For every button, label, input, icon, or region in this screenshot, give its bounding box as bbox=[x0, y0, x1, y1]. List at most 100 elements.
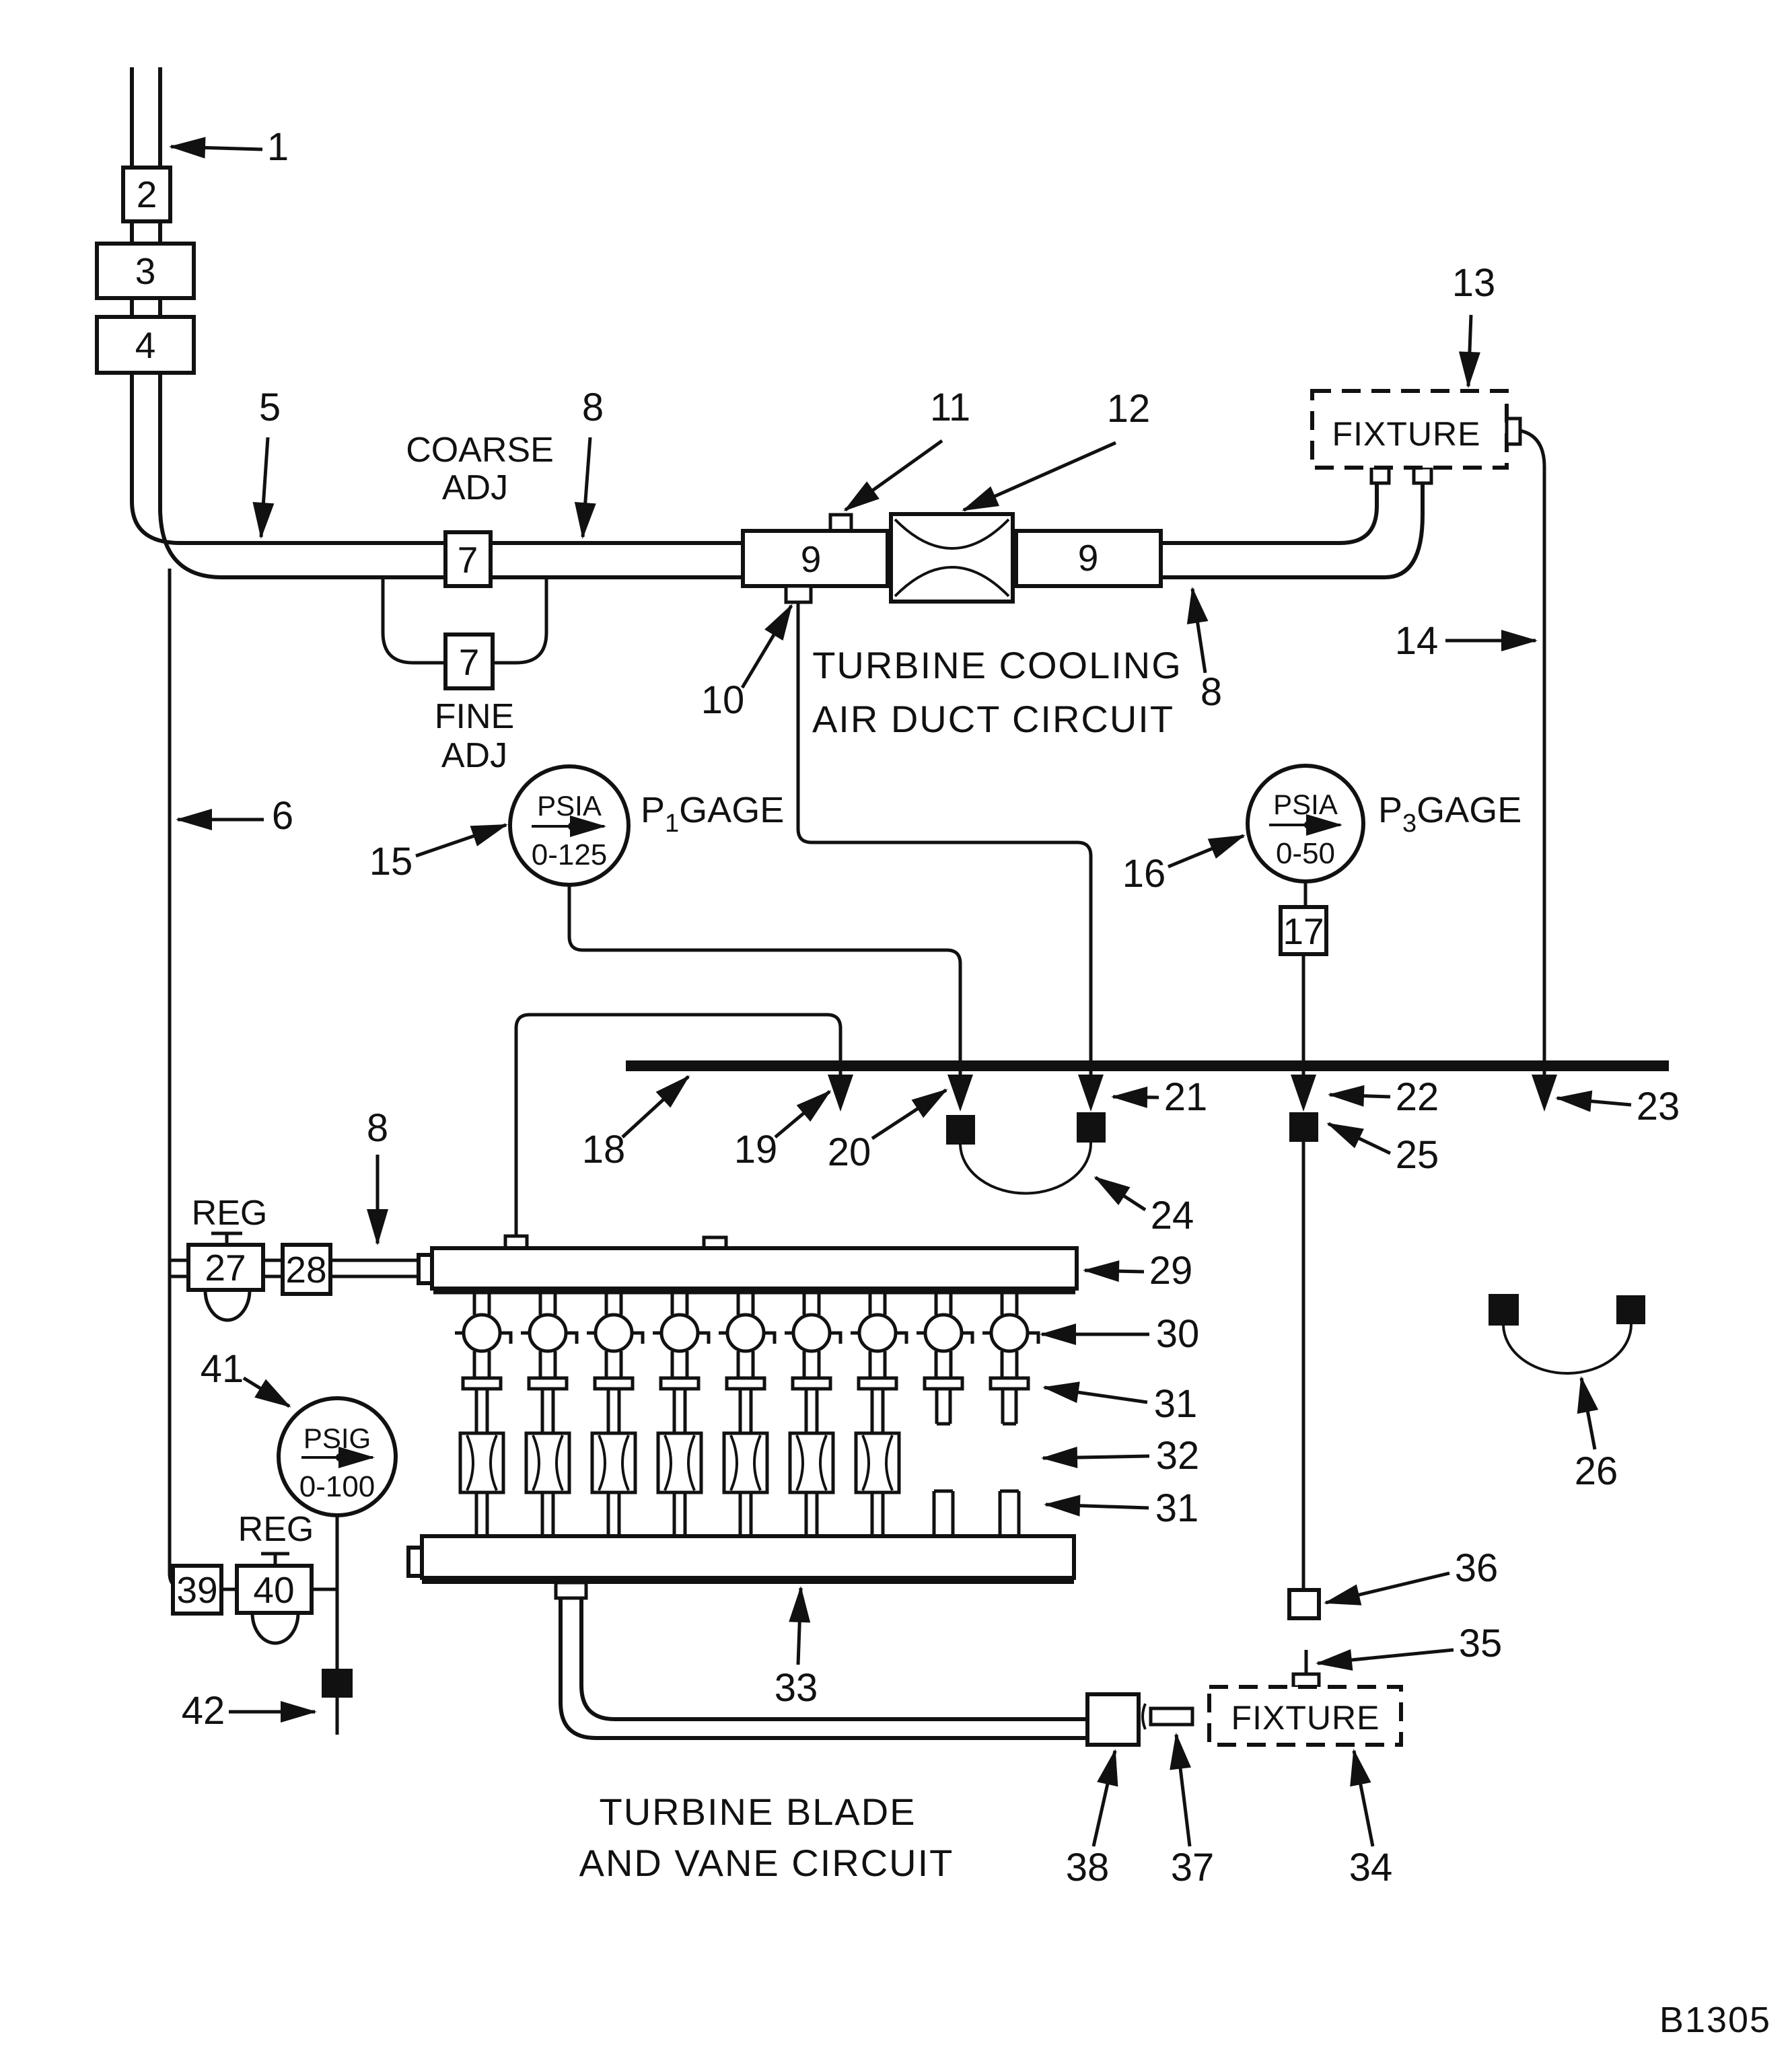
item4-box bbox=[95, 315, 196, 375]
blade-title-line2: AND VANE CIRCUIT bbox=[579, 1842, 954, 1884]
venturi-32-curves bbox=[861, 1435, 894, 1491]
venturi-32-curves bbox=[729, 1435, 762, 1491]
pipe-inner-line bbox=[158, 67, 743, 579]
p1-name-sub: 1 bbox=[665, 809, 679, 838]
union-31 bbox=[923, 1376, 964, 1391]
callout-5: 5 bbox=[259, 386, 281, 429]
line-14-fixture-reference bbox=[1519, 429, 1546, 1075]
callout-34: 34 bbox=[1349, 1846, 1393, 1889]
p1-gauge-name: P1GAGE bbox=[641, 790, 784, 838]
p3-name-rest: GAGE bbox=[1417, 790, 1521, 830]
spare-jumper-26 bbox=[1489, 1294, 1645, 1375]
callout-31-lower-arrow bbox=[1044, 1494, 1149, 1517]
p1-sense-line bbox=[567, 885, 962, 1075]
item7-fine-box bbox=[443, 632, 495, 690]
line-6-supply-branch bbox=[168, 569, 188, 1591]
union-31 bbox=[527, 1376, 569, 1391]
regulator-40-train: REG 39 40 bbox=[171, 1510, 353, 1735]
flow-venturi-32 bbox=[854, 1431, 901, 1494]
p3-dial-range: 0-50 bbox=[1276, 837, 1335, 870]
flow-venturi-32 bbox=[590, 1431, 637, 1494]
item7-coarse-box bbox=[443, 530, 493, 588]
callout-25: 25 bbox=[1396, 1133, 1439, 1177]
fixture34-label: FIXTURE bbox=[1231, 1699, 1380, 1737]
pipe-outer-line bbox=[130, 67, 743, 545]
spare-disconnect-right bbox=[1616, 1295, 1645, 1324]
pipe-up-inner bbox=[1161, 483, 1425, 579]
callout-37: 37 bbox=[1171, 1846, 1215, 1889]
bypass-left bbox=[381, 577, 447, 665]
adjuster-bypass: 7 7 COARSE ADJ FINE ADJ bbox=[381, 431, 554, 775]
pierce-arrow-19 bbox=[828, 1075, 853, 1112]
callout-12-arrow bbox=[962, 441, 1117, 512]
outlet-pipe-inner bbox=[579, 1598, 1087, 1721]
item2-box bbox=[121, 166, 172, 223]
venturi-32-curves bbox=[664, 1435, 696, 1491]
callout-8-right: 8 bbox=[1200, 670, 1222, 714]
callout-26: 26 bbox=[1575, 1449, 1618, 1493]
shutoff-valve-30 bbox=[528, 1313, 568, 1353]
valve-matrix bbox=[455, 1289, 1040, 1536]
callout-24-arrow bbox=[1094, 1176, 1147, 1212]
callout-41-arrow bbox=[242, 1376, 291, 1408]
callout-22-arrow bbox=[1328, 1085, 1391, 1107]
coarse-adj-line1: COARSE bbox=[406, 431, 554, 470]
item40-label: 40 bbox=[253, 1569, 294, 1611]
item10-tap bbox=[784, 584, 813, 604]
fixture13-label: FIXTURE bbox=[1332, 415, 1481, 453]
callout-23: 23 bbox=[1637, 1085, 1680, 1128]
callout-12: 12 bbox=[1107, 387, 1151, 431]
item9-right-label: 9 bbox=[1078, 537, 1099, 579]
pierce-arrow-22 bbox=[1291, 1075, 1316, 1112]
flow-venturi-32 bbox=[788, 1431, 835, 1494]
flow-venturi-32 bbox=[458, 1431, 505, 1494]
manifold33-outlet-tap bbox=[554, 1581, 588, 1600]
valve-column-piping bbox=[455, 1289, 513, 1536]
fixture13-box bbox=[1310, 389, 1509, 470]
callout-13: 13 bbox=[1452, 261, 1496, 305]
callout-31-upper: 31 bbox=[1154, 1382, 1198, 1426]
callout-33: 33 bbox=[775, 1666, 818, 1710]
callout-36-arrow bbox=[1324, 1571, 1450, 1605]
union-31 bbox=[725, 1376, 766, 1391]
valve-column-open bbox=[982, 1289, 1040, 1536]
shutoff-valve-30 bbox=[857, 1313, 898, 1353]
valve-column bbox=[521, 1289, 579, 1536]
callout-32-arrow bbox=[1041, 1447, 1150, 1469]
pipe-up-outer bbox=[1161, 483, 1379, 545]
p3-name-main: P bbox=[1378, 790, 1402, 830]
pierce-arrow-23 bbox=[1532, 1075, 1557, 1112]
manifold-33 bbox=[406, 1534, 1087, 1740]
p3-gauge-name: P3GAGE bbox=[1378, 790, 1521, 838]
callout-32: 32 bbox=[1156, 1434, 1200, 1478]
valve-column bbox=[851, 1289, 908, 1536]
p3-name-sub: 3 bbox=[1402, 809, 1417, 838]
item12-venturi bbox=[889, 512, 1015, 604]
union-31 bbox=[593, 1376, 635, 1391]
item27-regulator bbox=[186, 1243, 265, 1292]
item28-fitting bbox=[281, 1243, 332, 1296]
valve-column-piping bbox=[653, 1289, 711, 1536]
callout-29: 29 bbox=[1149, 1249, 1193, 1293]
flow-venturi-32 bbox=[722, 1431, 769, 1494]
valve-column-piping bbox=[917, 1289, 974, 1536]
item3-box bbox=[95, 242, 196, 300]
callout-13-arrow bbox=[1458, 314, 1480, 388]
callout-20: 20 bbox=[828, 1130, 871, 1174]
callout-35: 35 bbox=[1459, 1622, 1503, 1665]
regulator-27-train: 27 28 REG bbox=[186, 1194, 419, 1322]
pipe-27-28 bbox=[263, 1258, 283, 1278]
turbine-cooling-duct: 9 9 TURBINE COOLING AIR DUCT CIRCUIT bbox=[741, 512, 1181, 740]
callout-25-arrow bbox=[1326, 1122, 1392, 1155]
callout-8-top: 8 bbox=[582, 386, 604, 429]
callout-10: 10 bbox=[701, 678, 745, 722]
psig-needle-pivot bbox=[336, 1453, 344, 1461]
callout-1-arrow bbox=[169, 137, 263, 159]
callout-5-arrow bbox=[252, 437, 275, 539]
outlet-pipe-outer bbox=[559, 1598, 1087, 1740]
callout-8-mid: 8 bbox=[367, 1106, 388, 1150]
item9-right-duct bbox=[1014, 529, 1163, 588]
item2-label: 2 bbox=[137, 174, 157, 215]
flow-venturi-32 bbox=[524, 1431, 571, 1494]
callout-23-arrow bbox=[1555, 1090, 1632, 1112]
